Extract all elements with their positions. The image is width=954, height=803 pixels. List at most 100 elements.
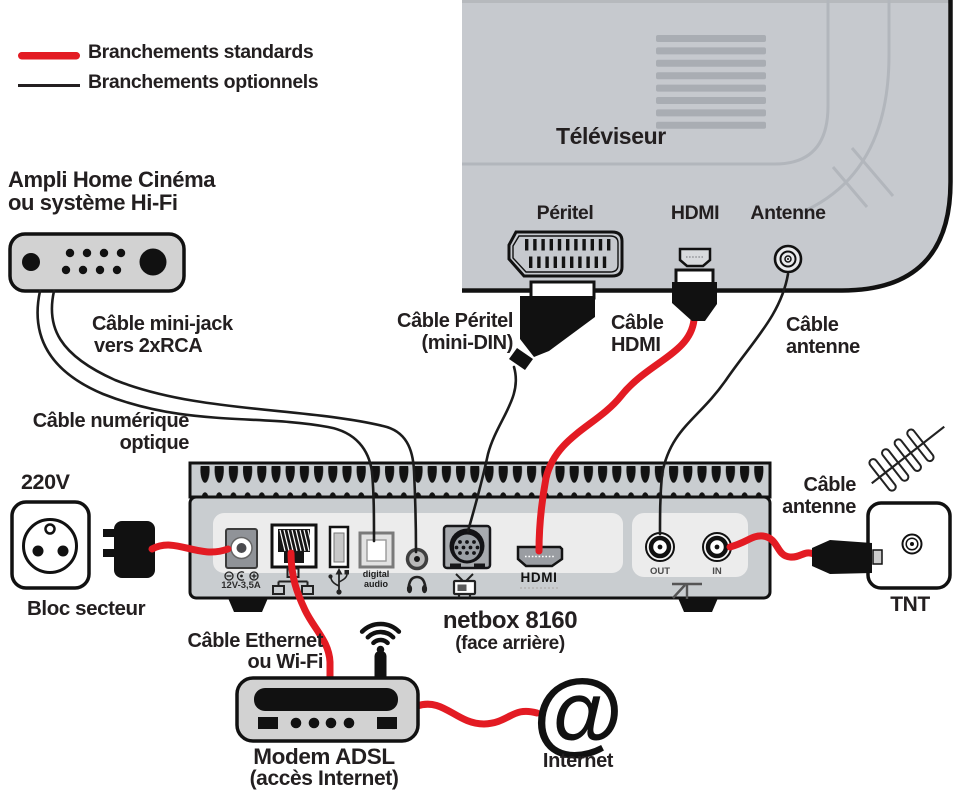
scart-pin bbox=[598, 239, 603, 251]
scart-pin bbox=[602, 256, 607, 268]
tv-vent-slot bbox=[656, 72, 766, 80]
legend-standard-label: Branchements standards bbox=[88, 41, 314, 63]
peritel-plug bbox=[509, 280, 596, 370]
scart-pin bbox=[594, 256, 598, 268]
tv-vent-slot bbox=[656, 97, 766, 104]
scart-pin bbox=[537, 256, 541, 268]
scart-pin bbox=[533, 239, 537, 251]
netbox-subtitle: (face arrière) bbox=[455, 633, 565, 654]
power-cable bbox=[148, 541, 232, 556]
wall-outlet bbox=[10, 500, 91, 590]
tv-icon bbox=[452, 573, 477, 598]
cable-hdmi-label-line2: HDMI bbox=[611, 334, 661, 356]
tv-peritel-port bbox=[507, 230, 624, 278]
amplifier-title-line1: Ampli Home Cinéma bbox=[8, 167, 216, 192]
tv-shell-contour-inner bbox=[462, 0, 830, 166]
rj45-hatch-line bbox=[299, 529, 306, 552]
tv-antenna-connector bbox=[773, 244, 803, 274]
hdmi-plug bbox=[672, 268, 717, 321]
tv-vent-slot bbox=[656, 47, 766, 55]
tv-vent-slot bbox=[656, 121, 766, 129]
tv-peritel-label: Péritel bbox=[536, 202, 594, 224]
scart-pin bbox=[607, 239, 611, 251]
tv-title: Téléviseur bbox=[556, 123, 666, 149]
scart-pin bbox=[525, 239, 529, 251]
scart-pin bbox=[541, 239, 545, 251]
ethernet-cable bbox=[287, 549, 334, 686]
cable-tnt-antenna-label-line2: antenne bbox=[782, 496, 856, 518]
optical-cable bbox=[36, 289, 376, 543]
legend-optional-line bbox=[18, 84, 80, 87]
scart-pin bbox=[545, 256, 549, 268]
tv-outline bbox=[462, 0, 953, 293]
scart-pin bbox=[561, 256, 566, 268]
cable-peritel-label-line2: (mini-DIN) bbox=[421, 332, 513, 354]
coax-out-port bbox=[645, 532, 675, 562]
scart-pin bbox=[529, 256, 533, 268]
cable-hdmi-label-line1: Câble bbox=[611, 312, 664, 334]
internet-at-icon: @ bbox=[532, 660, 624, 764]
tnt-antenna-cable bbox=[726, 532, 818, 561]
rj45-hatch-line bbox=[307, 529, 314, 552]
legend-optional-label: Branchements optionnels bbox=[88, 71, 319, 93]
outlet-label: 220V bbox=[21, 470, 70, 494]
scart-pin bbox=[570, 256, 574, 268]
scart-pin bbox=[582, 239, 586, 251]
scart-pin bbox=[586, 256, 590, 268]
roof-antenna-icon bbox=[868, 425, 945, 492]
usb-icon bbox=[328, 568, 349, 595]
amplifier-device bbox=[8, 232, 186, 293]
digital-audio-port bbox=[358, 531, 395, 569]
hdmi-cable bbox=[535, 316, 698, 555]
tv-shell-contour-outer bbox=[799, 0, 891, 215]
rj45-hatch-line bbox=[287, 529, 294, 552]
dc-polarity-icon bbox=[224, 571, 259, 581]
coax-in-port bbox=[702, 532, 732, 562]
rj45-hatch-line bbox=[295, 529, 302, 552]
mini-din-port bbox=[442, 524, 492, 570]
legend-standard-line bbox=[18, 52, 80, 60]
netbox-hdmi-port bbox=[516, 545, 564, 568]
cable-tv-antenna-label-line1: Câble bbox=[786, 314, 839, 336]
mini-jack-cable bbox=[50, 289, 418, 554]
digital-audio-label-line1: digital bbox=[362, 569, 390, 579]
cable-ethernet-label-line2: ou Wi-Fi bbox=[247, 651, 324, 673]
netbox-foot-right bbox=[678, 598, 718, 612]
internet-cable bbox=[413, 700, 541, 728]
tnt-wall-socket bbox=[866, 501, 952, 590]
cable-tnt-antenna-label-line1: Câble bbox=[803, 474, 857, 496]
modem-title-line1: Modem ADSL bbox=[253, 744, 395, 769]
power-adapter-device bbox=[103, 521, 155, 578]
amplifier-title-line2: ou système Hi-Fi bbox=[8, 190, 178, 215]
tv-vent-slots bbox=[656, 35, 766, 129]
rj45-hatch-line bbox=[303, 529, 310, 552]
scart-pin bbox=[549, 239, 553, 251]
digital-audio-label-line2: audio bbox=[364, 578, 388, 589]
antenna-symbol-icon bbox=[672, 582, 702, 599]
modem-title-line2: (accès Internet) bbox=[249, 767, 399, 790]
cable-peritel-label-line1: Câble Péritel bbox=[397, 310, 513, 332]
tv-vent-slot bbox=[656, 35, 766, 42]
power-port bbox=[225, 528, 258, 569]
scart-pin bbox=[566, 239, 570, 251]
in-port-label: IN bbox=[712, 566, 722, 577]
netbox-hdmi-logo: HDMI bbox=[520, 570, 558, 585]
tv-hdmi-port bbox=[678, 247, 712, 268]
tv-hdmi-label: HDMI bbox=[670, 202, 720, 224]
cable-optical-label-line2: optique bbox=[119, 432, 190, 454]
tv-back-panel bbox=[462, 0, 953, 293]
tv-shell-crease bbox=[831, 147, 895, 208]
cable-optical-label-line1: Câble numérique bbox=[32, 410, 190, 432]
modem-device bbox=[235, 676, 420, 743]
tv-antenna-cable bbox=[658, 272, 790, 536]
netbox-foot-left bbox=[228, 598, 268, 612]
rj45-hatch-line bbox=[279, 529, 286, 552]
hdmi-microtext bbox=[520, 587, 558, 589]
rj45-hatch-line bbox=[291, 529, 298, 552]
power-rating-label: 12V-3,5A bbox=[221, 580, 261, 591]
tv-vent-slot bbox=[656, 109, 766, 117]
tnt-plug bbox=[812, 540, 883, 574]
scart-pin bbox=[578, 256, 582, 268]
